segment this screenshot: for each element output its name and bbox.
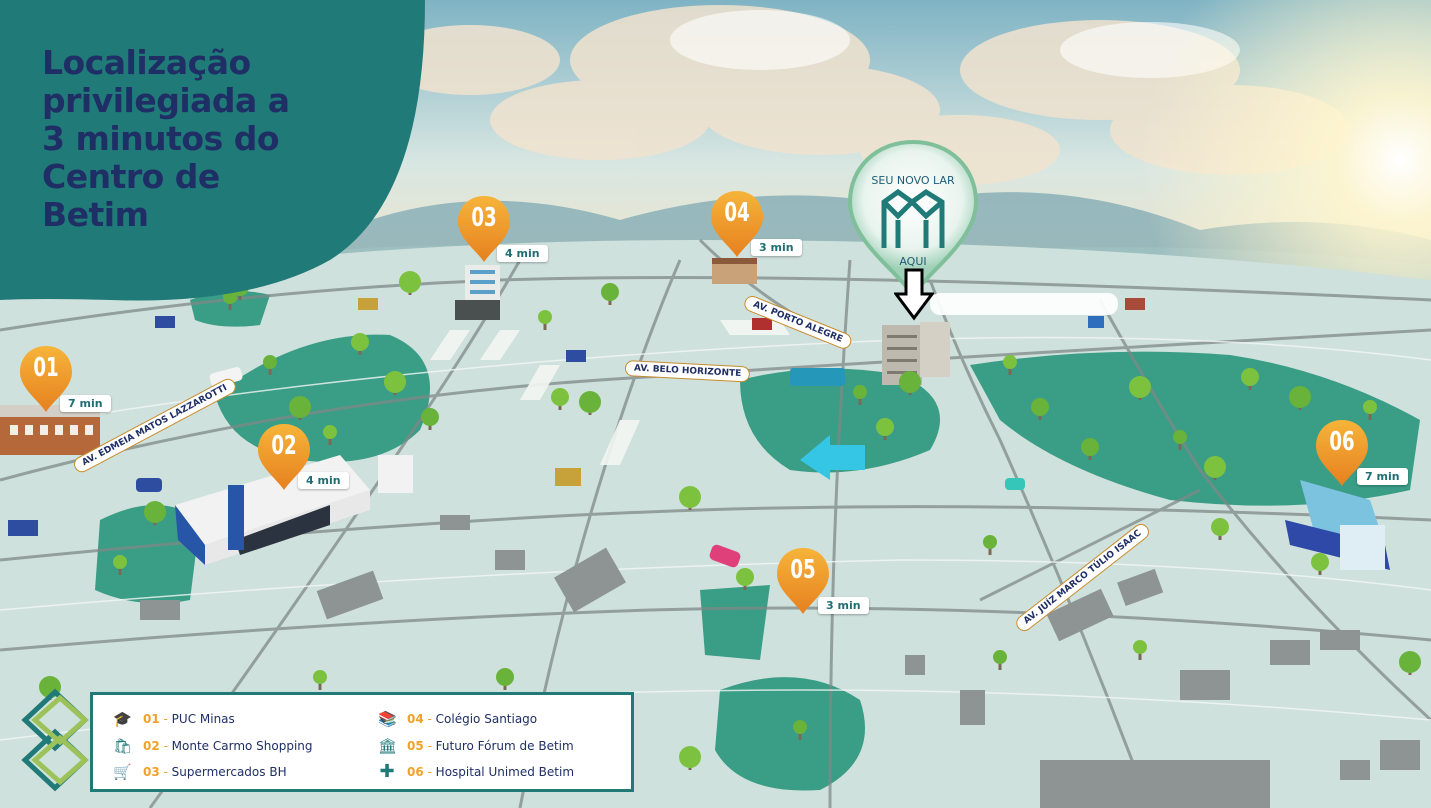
legend-panel: 🎓 01 - PUC Minas 🛍 02 - Monte Carmo Shop… <box>90 692 634 792</box>
map-pin-05[interactable]: 05 <box>775 546 831 616</box>
legend-item-01: 01 - PUC Minas <box>143 712 235 726</box>
home-pin-subtitle: AQUI <box>899 255 927 268</box>
tree-canopy <box>1363 400 1377 414</box>
map-pin-04[interactable]: 04 <box>709 189 765 259</box>
travel-time-tag: 3 min <box>751 239 802 256</box>
map-pin-06[interactable]: 06 <box>1314 418 1370 488</box>
legend-item-03: 03 - Supermercados BH <box>143 765 287 779</box>
map-pin-icon <box>711 191 763 257</box>
pin-number: 06 <box>1329 427 1355 457</box>
tree-canopy <box>579 391 601 413</box>
tree-canopy <box>1081 438 1099 456</box>
tree-trunk <box>998 660 1002 670</box>
title-panel-shape <box>0 0 425 301</box>
tree-canopy <box>853 385 867 399</box>
tree-canopy <box>876 418 894 436</box>
tree-canopy <box>1289 386 1311 408</box>
tree-canopy <box>1173 430 1187 444</box>
travel-time-tag: 4 min <box>497 245 548 262</box>
map-pin-icon <box>258 424 310 490</box>
shopping-cart-icon: 🛒 <box>113 763 132 781</box>
tree-canopy <box>993 650 1007 664</box>
tree-canopy <box>793 720 807 734</box>
legend-item-02: 02 - Monte Carmo Shopping <box>143 739 313 753</box>
tree-canopy <box>399 271 421 293</box>
arrow-down-icon <box>894 268 934 321</box>
tree-trunk <box>118 565 122 575</box>
tree-trunk <box>988 545 992 555</box>
tree-canopy <box>679 486 701 508</box>
tree-canopy <box>601 283 619 301</box>
tree-canopy <box>1129 376 1151 398</box>
tree-canopy <box>144 501 166 523</box>
pin-number: 01 <box>33 353 59 383</box>
tree-trunk <box>1138 650 1142 660</box>
tree-canopy <box>1204 456 1226 478</box>
map-pin-02[interactable]: 02 <box>256 422 312 492</box>
tree-trunk <box>543 320 547 330</box>
tree-canopy <box>421 408 439 426</box>
tree-canopy <box>351 333 369 351</box>
tree-canopy <box>1133 640 1147 654</box>
map-pin-icon <box>20 346 72 412</box>
pin-number: 05 <box>790 555 816 585</box>
tree-canopy <box>384 371 406 393</box>
tree-canopy <box>1031 398 1049 416</box>
medical-cross-icon: ✚ <box>379 761 395 782</box>
tree-canopy <box>289 396 311 418</box>
tree-trunk <box>268 365 272 375</box>
tree-canopy <box>736 568 754 586</box>
map-pin-01[interactable]: 01 <box>18 344 74 414</box>
legend-item-06: 06 - Hospital Unimed Betim <box>407 765 575 779</box>
tree-canopy <box>983 535 997 549</box>
pin-number: 02 <box>271 431 297 461</box>
tree-trunk <box>858 395 862 405</box>
tree-canopy <box>496 668 514 686</box>
travel-time-tag: 4 min <box>298 472 349 489</box>
tree-canopy <box>263 355 277 369</box>
trees-layer <box>39 271 1421 770</box>
tree-trunk <box>328 435 332 445</box>
tree-canopy <box>899 371 921 393</box>
legend-item-05: 05 - Futuro Fórum de Betim <box>407 739 574 753</box>
pin-number: 03 <box>471 203 497 233</box>
tree-trunk <box>798 730 802 740</box>
tree-canopy <box>1211 518 1229 536</box>
map-pin-icon <box>1316 420 1368 486</box>
tree-canopy <box>113 555 127 569</box>
tree-canopy <box>551 388 569 406</box>
tree-canopy <box>323 425 337 439</box>
tree-trunk <box>228 300 232 310</box>
tree-trunk <box>318 680 322 690</box>
travel-time-tag: 7 min <box>1357 468 1408 485</box>
tree-canopy <box>1311 553 1329 571</box>
tree-trunk <box>1178 440 1182 450</box>
travel-time-tag: 3 min <box>818 597 869 614</box>
tree-trunk <box>1008 365 1012 375</box>
page-title: Localização privilegiada a 3 minutos do … <box>42 43 290 234</box>
courthouse-icon: 🏛 <box>378 737 398 755</box>
tree-trunk <box>1368 410 1372 420</box>
tree-canopy <box>313 670 327 684</box>
books-icon: 📚 <box>378 710 397 728</box>
travel-time-tag: 7 min <box>60 395 111 412</box>
tree-canopy <box>1241 368 1259 386</box>
map-pin-icon <box>777 548 829 614</box>
tree-canopy <box>538 310 552 324</box>
tree-canopy <box>1399 651 1421 673</box>
tree-canopy <box>679 746 701 768</box>
pin-number: 04 <box>724 198 750 228</box>
tree-canopy <box>1003 355 1017 369</box>
shopping-bag-icon: 🛍 <box>113 737 133 755</box>
graduation-cap-icon: 🎓 <box>113 710 132 728</box>
home-pin-title: SEU NOVO LAR <box>871 174 955 187</box>
legend-item-04: 04 - Colégio Santiago <box>407 712 538 726</box>
